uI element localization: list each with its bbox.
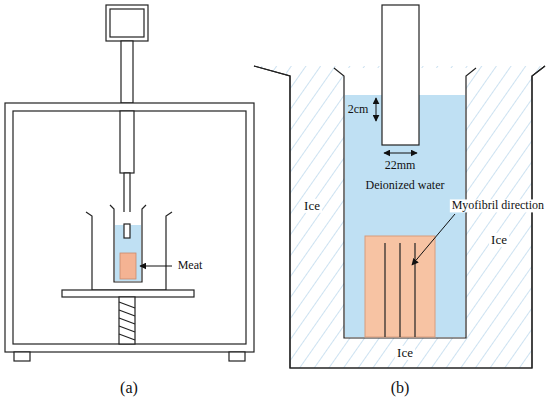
part-label: Meat — [176, 259, 205, 272]
panel-label: (b) — [391, 379, 410, 397]
probe-tip — [124, 224, 130, 238]
texture-analyzer — [5, 5, 254, 361]
meat-sample — [365, 236, 435, 337]
leader-line — [412, 214, 455, 265]
dimension-arrow — [384, 153, 417, 154]
part-label: Myofibril direction — [450, 199, 546, 212]
part-label: Deionized water — [366, 179, 445, 192]
water — [115, 225, 141, 281]
dimension-label: 22mm — [385, 159, 416, 172]
leader-line — [140, 266, 172, 267]
myofibril-lines — [385, 243, 415, 337]
panel-label: (a) — [120, 379, 138, 397]
dimension-arrow — [376, 98, 377, 121]
platform-screw — [62, 290, 194, 344]
meat-sample — [120, 253, 136, 279]
region-label: Ice — [489, 233, 509, 247]
dimension-label: 2cm — [348, 103, 369, 116]
region-label: Ice — [302, 199, 322, 213]
region-label: Ice — [395, 346, 415, 360]
probe — [382, 5, 419, 145]
